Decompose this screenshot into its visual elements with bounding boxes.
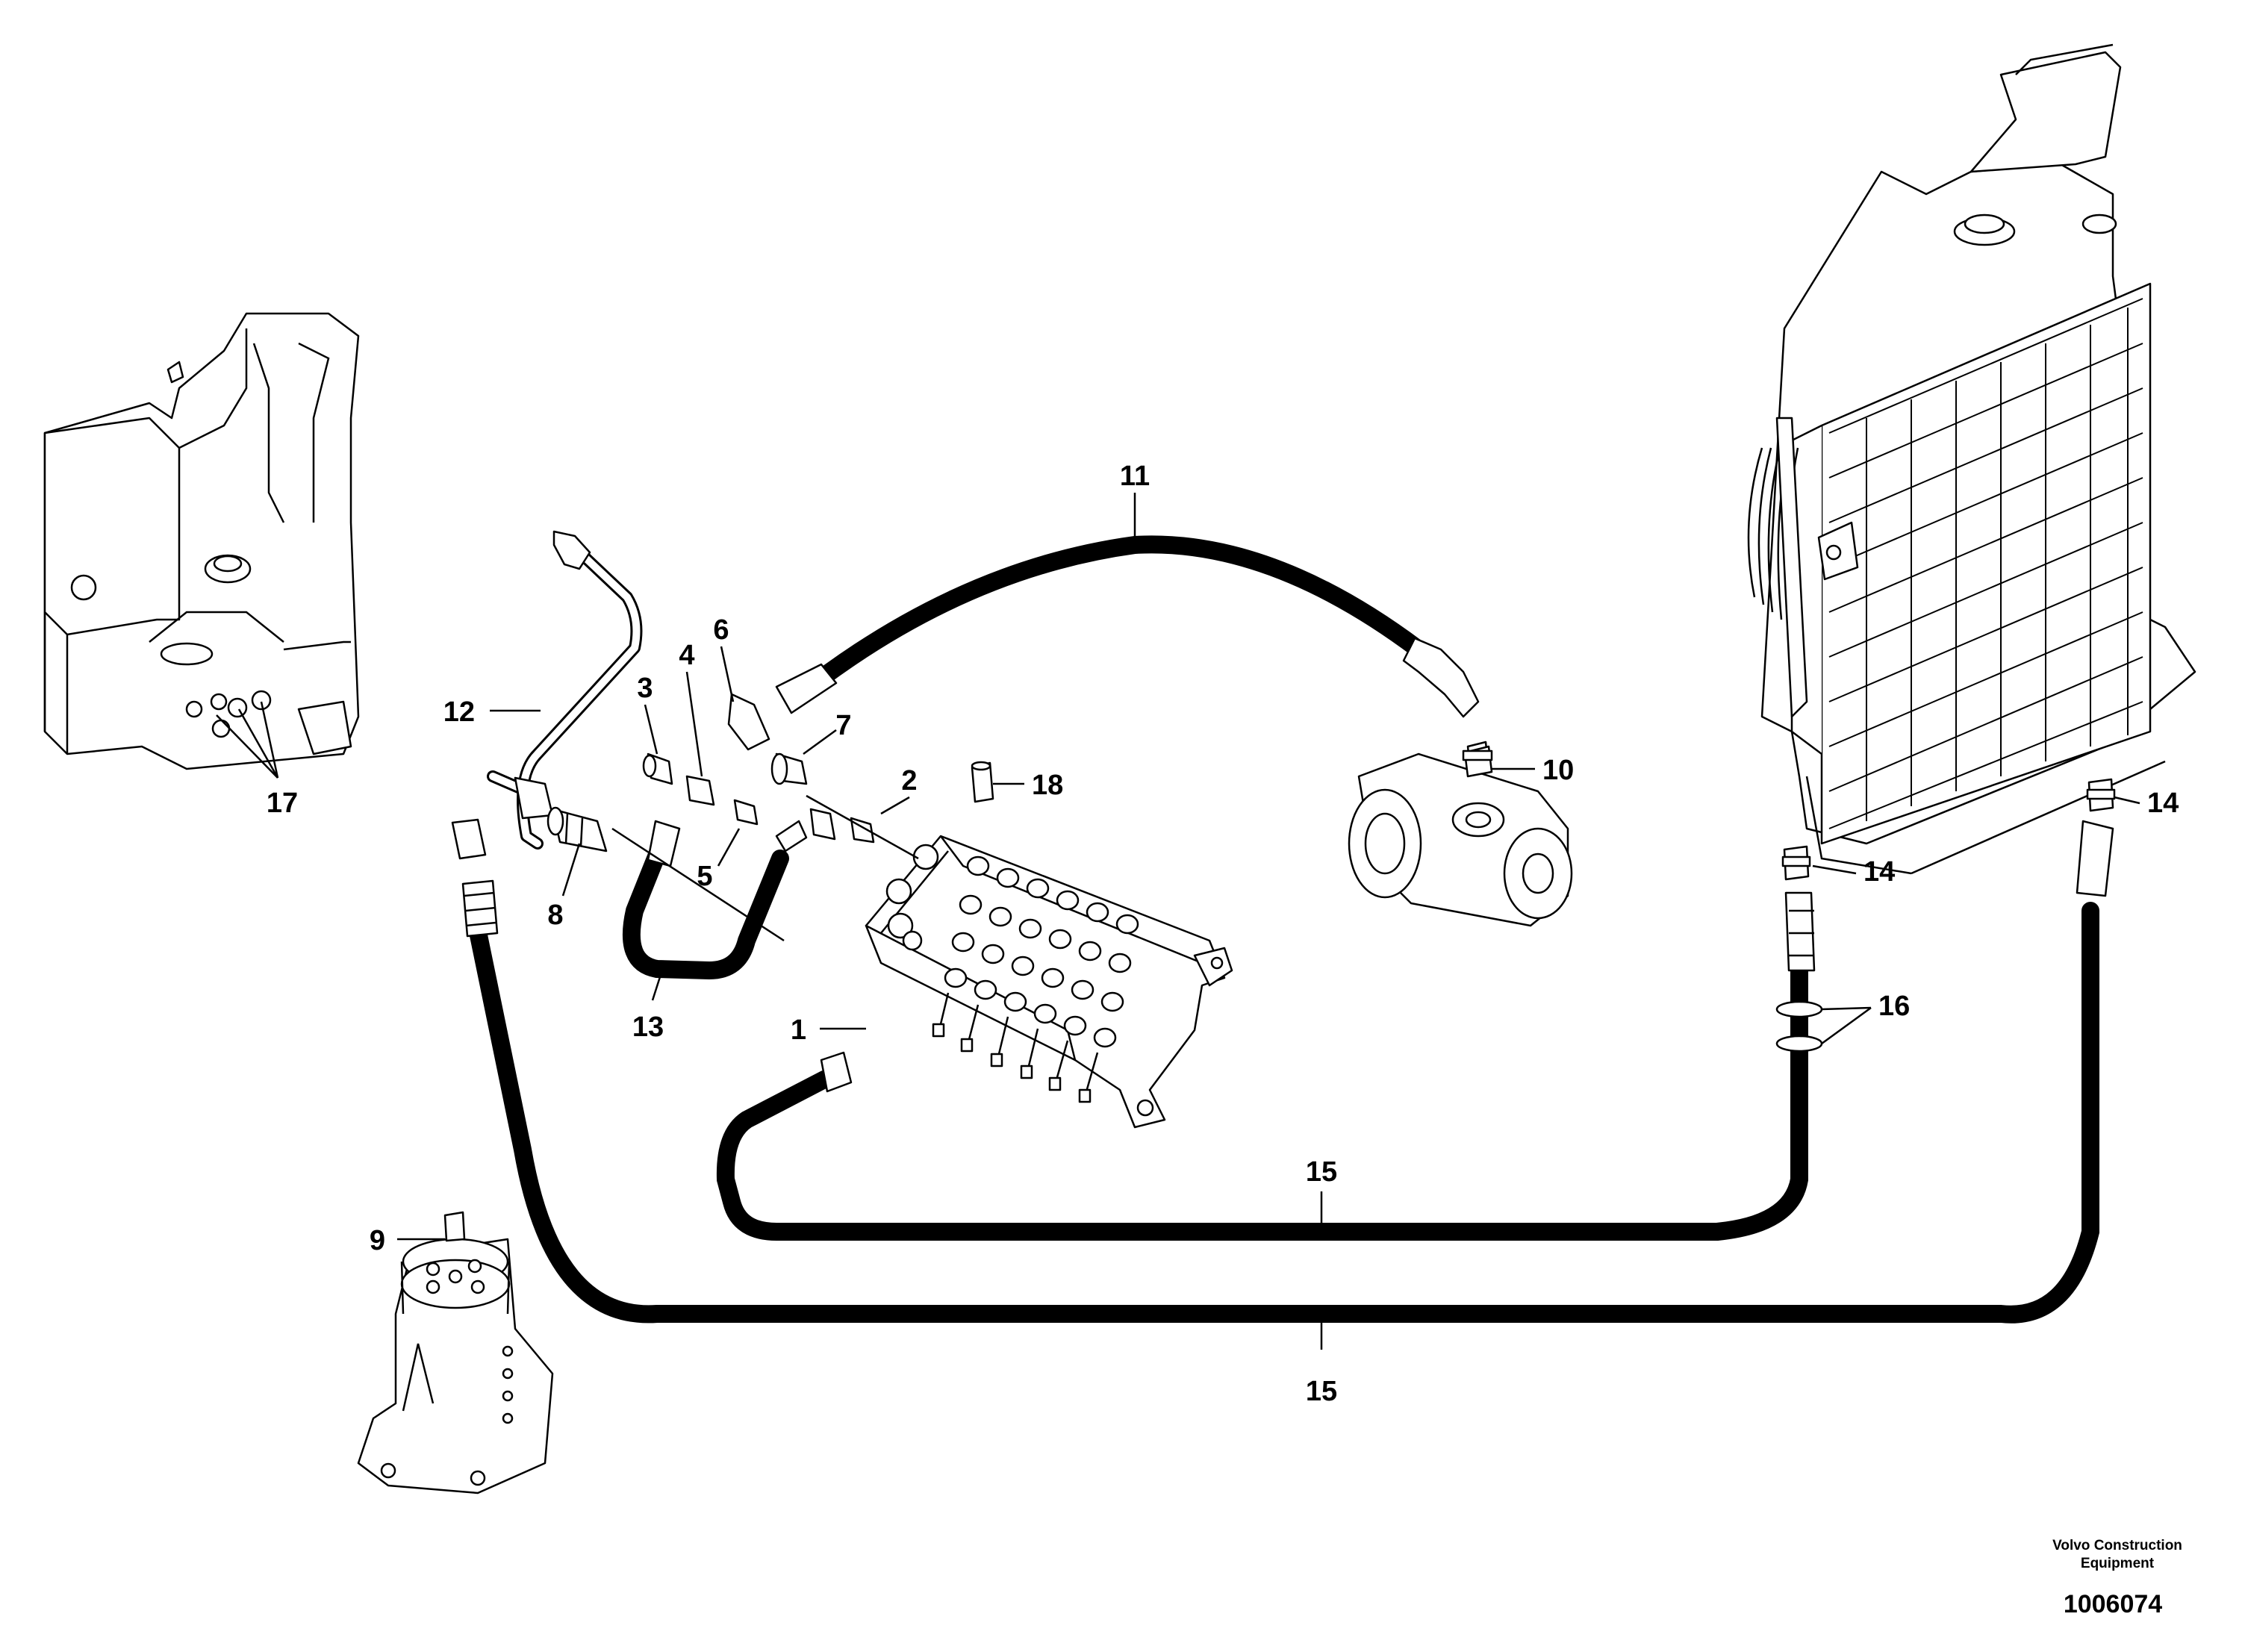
- steel-tube: [451, 530, 643, 860]
- hose-clamps: [1775, 1000, 1823, 1053]
- hose-15-lower: [461, 820, 2114, 1324]
- callout-2: 2: [901, 765, 917, 797]
- hydraulic-tank: [43, 312, 360, 770]
- callout-12: 12: [443, 696, 475, 728]
- callout-14-left: 14: [1863, 856, 1895, 888]
- fitting-items: [642, 693, 994, 844]
- callout-1: 1: [791, 1014, 806, 1046]
- callout-7: 7: [835, 710, 851, 741]
- valve-ports: [885, 844, 1139, 1048]
- adapter-fitting: [547, 806, 608, 853]
- callout-10: 10: [1542, 755, 1574, 786]
- callout-18: 18: [1032, 770, 1063, 801]
- callout-9: 9: [370, 1225, 385, 1256]
- callout-16: 16: [1878, 991, 1910, 1022]
- document-number: 1006074: [2064, 1590, 2162, 1618]
- leader-lines: [216, 493, 2140, 1350]
- credit-line-1: Volvo Construction: [2052, 1538, 2182, 1553]
- callout-14-right: 14: [2147, 788, 2179, 819]
- callout-6: 6: [713, 614, 729, 646]
- valve-spools: [932, 992, 1099, 1103]
- callout-8: 8: [547, 900, 563, 931]
- swivel-joint: [357, 1211, 554, 1494]
- callout-5: 5: [697, 861, 712, 892]
- callout-labels: 1 2 3 4 5 6 7 8 9 10 11 12 13 14 14 15 1…: [267, 461, 2179, 1407]
- callout-11: 11: [1120, 461, 1150, 492]
- radiator-core-grid: [1828, 298, 2143, 829]
- control-valve-block: [865, 835, 1233, 1129]
- credit-line-2: Equipment: [2081, 1556, 2155, 1571]
- fitting-14-right: [2086, 778, 2116, 812]
- hydraulic-pump: [1348, 741, 1573, 927]
- fitting-10: [1462, 745, 1493, 778]
- callout-4: 4: [679, 640, 694, 671]
- callout-3: 3: [637, 673, 653, 704]
- callout-15-lower: 15: [1306, 1376, 1337, 1407]
- hose-15-upper: [716, 891, 1816, 1241]
- u-tube: [622, 820, 808, 980]
- footer: Volvo Construction Equipment 1006074: [2052, 1538, 2182, 1618]
- callout-13: 13: [632, 1012, 664, 1043]
- hose-11: [775, 535, 1480, 718]
- callout-15-upper: 15: [1306, 1156, 1337, 1188]
- fitting-14-left: [1781, 845, 1811, 881]
- oil-cooler-radiator: [1747, 43, 2196, 875]
- callout-17: 17: [267, 788, 298, 819]
